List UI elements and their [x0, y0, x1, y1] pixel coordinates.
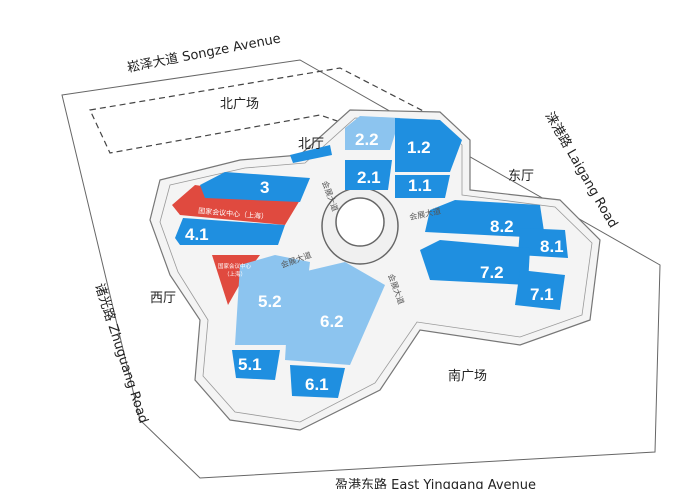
convention-center-small-line2: （上海） [224, 270, 246, 278]
hall-2-1 [345, 160, 392, 190]
east-hall-label: 东厅 [508, 169, 534, 184]
hall-8-1 [518, 228, 568, 258]
west-hall-label: 西厅 [150, 291, 176, 306]
hall-label-7-1: 7.1 [530, 285, 554, 304]
hall-label-2-2: 2.2 [355, 130, 379, 149]
hall-label-8-1: 8.1 [540, 237, 564, 256]
south-plaza-label: 南广场 [448, 368, 487, 384]
hall-5-1 [232, 350, 280, 380]
central-ring-inner [335, 197, 385, 247]
hall-6-2 [285, 262, 385, 365]
hall-label-5-1: 5.1 [238, 355, 262, 374]
north-hall-label: 北厅 [298, 137, 324, 152]
hall-label-1-2: 1.2 [407, 138, 431, 157]
north-hall-bar [290, 145, 332, 163]
hall-7-1 [515, 270, 565, 310]
road-label-west: 诸光路 Zhuguang Road [91, 281, 151, 425]
hall-label-5-2: 5.2 [258, 292, 282, 311]
hall-label-4-1: 4.1 [185, 225, 209, 244]
hall-label-3: 3 [260, 178, 269, 197]
hall-label-8-2: 8.2 [490, 217, 514, 236]
hall-label-6-2: 6.2 [320, 312, 344, 331]
site-boundary [61, 59, 661, 479]
hall-4-1 [175, 218, 285, 245]
hall-7-2 [420, 240, 530, 285]
hall-label-6-1: 6.1 [305, 375, 329, 394]
hall-2-2 [345, 116, 400, 150]
north-plaza-label: 北广场 [220, 97, 259, 112]
convention-center-small-line1: 国家会议中心 [218, 262, 252, 270]
hall-label-1-1: 1.1 [408, 176, 432, 195]
hall-6-1 [290, 365, 345, 398]
hall-label-7-2: 7.2 [480, 263, 504, 282]
hall-1-2 [395, 118, 462, 172]
hall-1-1 [395, 175, 450, 198]
hall-8-2 [425, 200, 545, 238]
hall-3 [200, 172, 310, 202]
road-label-north: 崧泽大道 Songze Avenue [126, 31, 282, 76]
hall-label-2-1: 2.1 [357, 168, 381, 187]
road-label-south: 盈港东路 East Yinggang Avenue [335, 477, 536, 489]
